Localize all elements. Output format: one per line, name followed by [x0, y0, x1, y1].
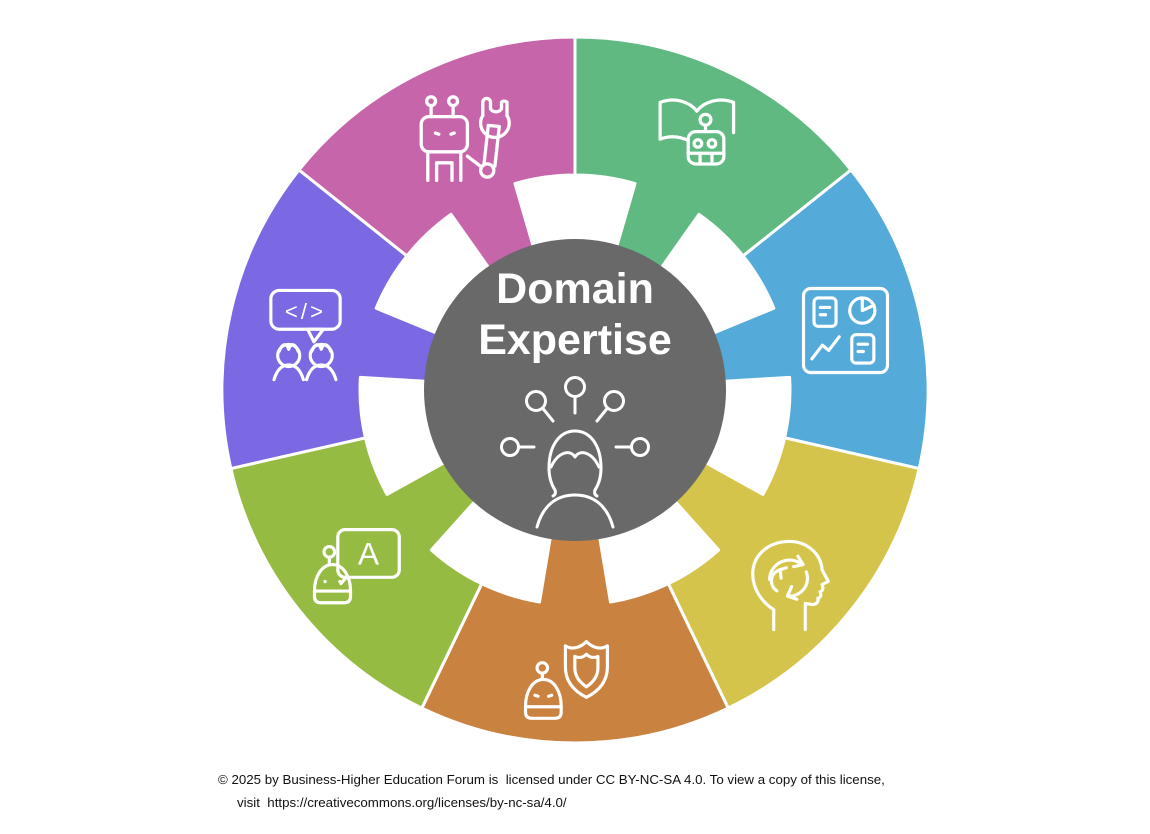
chalkboard-letter: A: [358, 536, 380, 572]
license-url: https://creativecommons.org/licenses/by-…: [267, 795, 567, 810]
code-chat-people-icon: </>: [269, 288, 342, 382]
center-title-line1: Domain: [496, 265, 654, 313]
license-footer: © 2025 by Business-Higher Education Foru…: [218, 768, 885, 814]
robot-wrench-icon: [419, 95, 511, 183]
center-title-line2: Expertise: [478, 316, 672, 364]
robot-shield-icon: [523, 640, 609, 720]
segment-robot-shield: [420, 534, 730, 745]
dashboard-charts-icon: [801, 286, 890, 375]
license-visit-text: visit: [237, 795, 268, 810]
person-expertise-icon: [500, 376, 650, 529]
license-line1: © 2025 by Business-Higher Education Foru…: [218, 772, 885, 787]
license-line2: visit https://creativecommons.org/licens…: [237, 791, 885, 814]
center-circle: [424, 239, 726, 541]
robot-chalkboard-icon: A: [312, 528, 401, 605]
book-robot-icon: [658, 98, 736, 166]
head-cycle-arrows-icon: [751, 539, 830, 632]
code-glyph: </>: [285, 299, 326, 324]
